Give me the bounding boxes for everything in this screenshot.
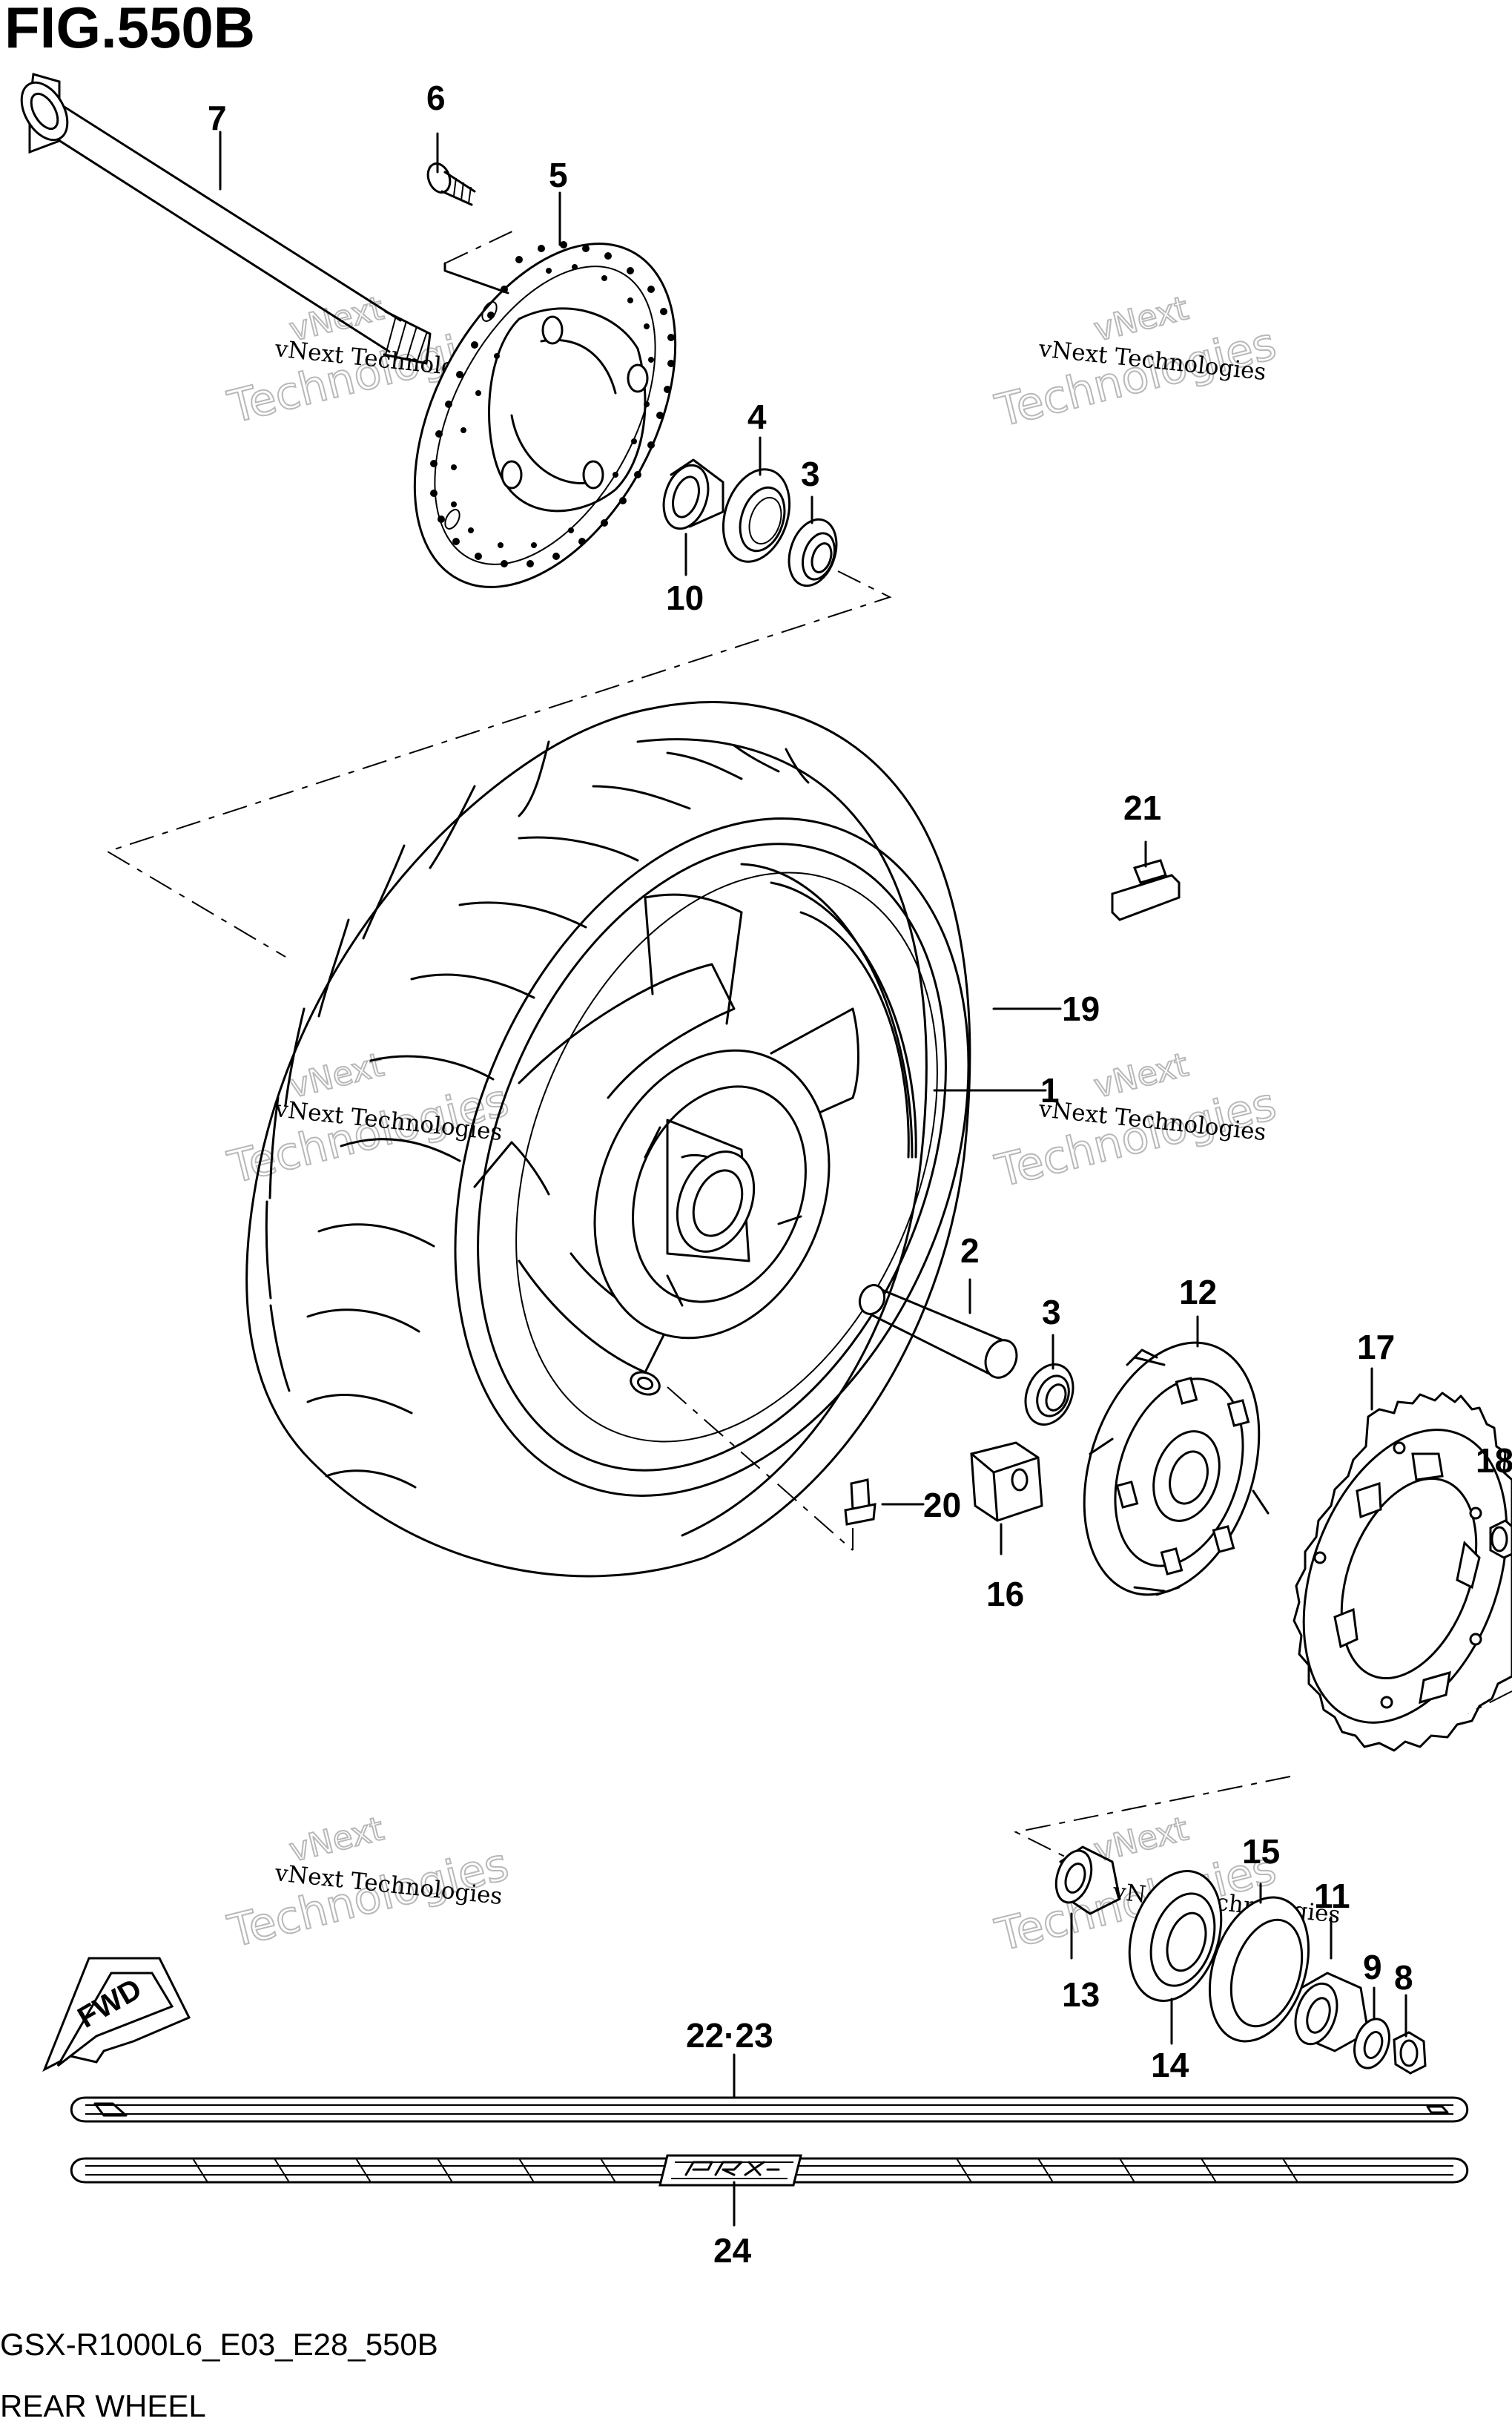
sprocket bbox=[1293, 1392, 1512, 1752]
washer bbox=[1353, 2018, 1390, 2069]
tire bbox=[245, 701, 971, 1578]
callout-11: 11 bbox=[1314, 1877, 1350, 1915]
disc-bolt bbox=[426, 162, 476, 206]
balancer bbox=[1111, 840, 1181, 921]
axle-nut bbox=[1393, 2031, 1427, 2075]
callout-22-23: 22·23 bbox=[686, 2016, 773, 2055]
bearing-right bbox=[1128, 1870, 1223, 2002]
callout-14: 14 bbox=[1151, 2046, 1189, 2084]
sprocket-drum bbox=[1083, 1341, 1270, 1596]
figure-title: FIG.550B bbox=[4, 0, 255, 60]
figure-name: REAR WHEEL bbox=[0, 2388, 206, 2423]
watermark-large-top: vNext bbox=[285, 1810, 387, 1870]
callout-21: 21 bbox=[1123, 788, 1161, 827]
watermark-large-top: vNext bbox=[1090, 1810, 1192, 1870]
callout-16: 16 bbox=[986, 1575, 1024, 1613]
leader-lines bbox=[219, 131, 1407, 2227]
callout-13: 13 bbox=[1062, 1975, 1100, 2014]
callout-12: 12 bbox=[1179, 1273, 1217, 1311]
watermark-large-top: vNext bbox=[285, 1046, 387, 1106]
callout-19: 19 bbox=[1062, 989, 1100, 1028]
callout-6: 6 bbox=[426, 79, 446, 117]
wheel bbox=[473, 863, 917, 1396]
bearing-center bbox=[1024, 1363, 1074, 1426]
callout-8: 8 bbox=[1394, 1958, 1413, 1997]
spacer-collar bbox=[1294, 1972, 1370, 2052]
sprocket-nut bbox=[1489, 1519, 1512, 1559]
explode-line-bolt-leader bbox=[443, 262, 509, 294]
axle bbox=[20, 73, 432, 365]
explode-line-axis-right bbox=[1468, 1690, 1512, 1714]
spacer-center bbox=[858, 1284, 1018, 1379]
watermark-mid-right: vNext Technologies vNext Technologies bbox=[990, 1045, 1282, 1199]
callout-9: 9 bbox=[1363, 1948, 1382, 1986]
callout-17: 17 bbox=[1357, 1328, 1395, 1366]
callout-7: 7 bbox=[208, 99, 227, 137]
tape-stripe-lower bbox=[70, 2154, 1469, 2187]
bearing-left bbox=[788, 518, 838, 587]
callouts: 7 6 5 4 3 10 21 19 1 2 3 12 17 18 20 16 … bbox=[208, 79, 1512, 2270]
explode-line-axis-top bbox=[105, 570, 892, 958]
oil-seal-left bbox=[722, 468, 791, 563]
watermark-top-right: vNext Technologies vNext Technologies bbox=[990, 289, 1282, 438]
watermark-large-top: vNext bbox=[1090, 1046, 1192, 1106]
tape-stripe-upper bbox=[70, 2096, 1469, 2123]
spacer-left bbox=[662, 458, 724, 530]
oil-seal-right bbox=[1208, 1896, 1310, 2043]
forward-arrow: FWD bbox=[42, 1957, 191, 2072]
callout-24: 24 bbox=[713, 2231, 752, 2270]
callout-1: 1 bbox=[1040, 1071, 1060, 1110]
watermark-bottom-left: vNext Technologies vNext Technologies bbox=[222, 1809, 515, 1959]
valve bbox=[667, 1386, 877, 1551]
callout-2: 2 bbox=[960, 1231, 980, 1270]
brake-disc bbox=[413, 241, 677, 588]
callout-18: 18 bbox=[1476, 1441, 1512, 1480]
explode-line-bolt bbox=[444, 229, 516, 264]
explode-line-axis-lower bbox=[1013, 1776, 1291, 1859]
callout-5: 5 bbox=[549, 156, 568, 194]
callout-10: 10 bbox=[666, 579, 704, 617]
cushion bbox=[970, 1441, 1043, 1555]
callout-3-center: 3 bbox=[1042, 1293, 1061, 1331]
callout-3-top: 3 bbox=[801, 455, 820, 493]
spacer-right bbox=[1054, 1845, 1121, 1915]
callout-20: 20 bbox=[923, 1486, 961, 1524]
callout-4: 4 bbox=[747, 398, 767, 436]
callout-15: 15 bbox=[1242, 1832, 1280, 1871]
figure-code: GSX-R1000L6_E03_E28_550B bbox=[0, 2327, 438, 2362]
